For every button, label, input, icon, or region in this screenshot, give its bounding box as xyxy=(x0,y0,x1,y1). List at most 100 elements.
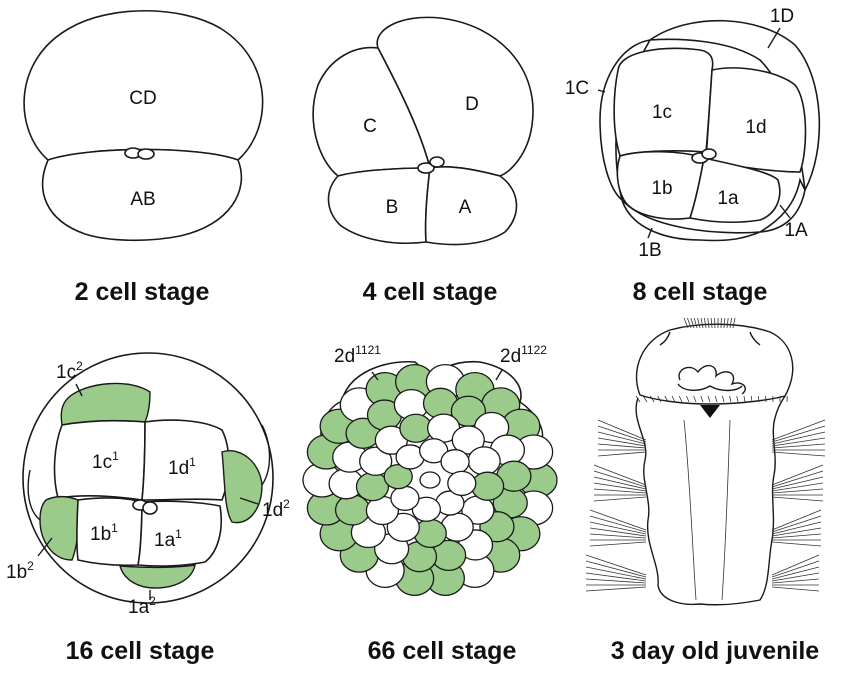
chaeta-bristle xyxy=(597,443,647,449)
chaeta-bristle xyxy=(589,515,647,533)
label-b: B xyxy=(386,197,399,218)
label-2d1121: 2d1121 xyxy=(334,343,381,367)
chaeta-bristle xyxy=(642,395,648,403)
sixty-six-cell-embryo: 2d1121 2d1122 xyxy=(302,343,558,596)
chaeta-bristle xyxy=(678,395,683,403)
chaeta-bristle xyxy=(700,395,704,403)
caption-3-day-old-juvenile: 3 day old juvenile xyxy=(610,637,820,665)
label-1b: 1b xyxy=(651,178,672,199)
cell-1a1 xyxy=(137,500,222,567)
chaeta-bristle xyxy=(771,488,824,494)
juvenile-larva-drawing xyxy=(585,317,826,606)
embryo-cell xyxy=(390,485,420,511)
chaeta-bristle xyxy=(697,317,701,329)
label-1d2: 1d2 xyxy=(262,497,290,521)
larva-mouth xyxy=(700,405,720,418)
chaeta-bristle xyxy=(771,443,826,449)
chaeta-bristle xyxy=(771,527,822,537)
sixteen-cell-embryo: 1c2 1c1 1d1 1d2 1b1 1a1 1b2 1a2 xyxy=(6,352,290,618)
chaeta-bristle xyxy=(597,431,647,445)
cell-cd xyxy=(23,10,264,161)
caption-4-cell-stage: 4 cell stage xyxy=(362,278,498,306)
chaeta-bristle xyxy=(635,395,641,403)
caption-2-cell-stage: 2 cell stage xyxy=(74,278,210,306)
chaeta-bristle xyxy=(771,586,820,592)
four-cell-embryo: C D B A xyxy=(312,16,534,246)
leader-1b2 xyxy=(37,537,53,557)
leader-1B xyxy=(647,227,653,239)
cell-1d1 xyxy=(141,419,230,501)
embryo-cell xyxy=(451,425,485,455)
cell-b xyxy=(327,167,431,245)
chaeta-bristle xyxy=(597,419,647,441)
cell-1a2 xyxy=(119,564,196,589)
chaeta-bristle xyxy=(726,317,729,329)
chaeta-bristle xyxy=(700,317,704,329)
label-1d1: 1d1 xyxy=(168,455,196,479)
cell-1A xyxy=(759,177,806,233)
cell-1a xyxy=(688,157,781,223)
chaeta-bristle xyxy=(707,395,711,403)
chaeta-bristle xyxy=(589,521,647,535)
chaeta-bristle xyxy=(771,560,820,578)
cell-mosaic xyxy=(302,364,558,596)
chaeta-bristle xyxy=(771,431,826,445)
chaeta-bristle xyxy=(671,395,676,403)
chaeta-bristle xyxy=(771,482,824,492)
eight-cell-embryo: 1D 1C 1c 1d 1b 1a 1B 1A xyxy=(565,6,821,261)
chaeta-bristle xyxy=(771,437,826,447)
chaeta-bristle xyxy=(771,464,824,486)
chaeta-bristle xyxy=(771,541,822,547)
label-1a: 1a xyxy=(717,188,739,209)
chaeta-bristle xyxy=(657,395,662,403)
chaeta-bristle xyxy=(771,419,826,441)
label-1c2: 1c2 xyxy=(56,359,83,383)
cell-1b2 xyxy=(39,495,80,561)
chaeta-bristle xyxy=(585,578,647,584)
outer-cell-edge xyxy=(261,424,271,486)
chaeta-bristle xyxy=(771,425,826,443)
embryo-cell xyxy=(467,446,501,476)
chaeta-bristle xyxy=(597,451,647,457)
label-2d1122: 2d1122 xyxy=(500,343,547,367)
chaeta-bristle xyxy=(729,395,732,403)
chaeta-bristle xyxy=(710,317,713,329)
chaeta-bristle xyxy=(585,586,647,592)
label-1B: 1B xyxy=(638,240,661,261)
leader-1A xyxy=(779,204,791,219)
chaeta-bristle xyxy=(743,395,746,403)
larva-brain-lobes xyxy=(677,365,746,395)
label-ab: AB xyxy=(130,189,155,210)
chaeta-bristle xyxy=(771,451,826,457)
chaeta-bristle xyxy=(758,395,760,403)
chaeta-bristle xyxy=(771,515,822,533)
chaeta-bristle xyxy=(664,395,669,403)
polar-body xyxy=(142,501,158,515)
chaeta-bristle xyxy=(593,488,647,494)
chaeta-bristle xyxy=(771,509,822,531)
caption-66-cell-stage: 66 cell stage xyxy=(367,637,517,665)
label-1A: 1A xyxy=(784,220,808,241)
caption-16-cell-stage: 16 cell stage xyxy=(65,637,215,665)
label-1b1: 1b1 xyxy=(90,521,118,545)
chaeta-bristle xyxy=(723,317,726,329)
polar-body xyxy=(429,156,445,168)
embryo-cell xyxy=(359,446,393,476)
label-1a2: 1a2 xyxy=(128,594,156,618)
embryo-cell xyxy=(470,471,505,501)
larva-body-outline xyxy=(635,395,786,606)
chaeta-bristle xyxy=(704,317,707,329)
leader-2d1122 xyxy=(495,369,503,381)
chaeta-bristle xyxy=(693,317,698,329)
polar-body xyxy=(701,148,717,160)
cell-1d2 xyxy=(221,450,263,524)
two-cell-embryo: CD AB xyxy=(23,10,264,242)
label-1C: 1C xyxy=(565,78,589,99)
chaeta-bristle xyxy=(771,533,822,539)
leader-1D xyxy=(767,27,781,49)
chaeta-bristle xyxy=(714,395,718,403)
chaeta-bristle xyxy=(585,554,647,576)
polar-body xyxy=(137,148,155,160)
caption-8-cell-stage: 8 cell stage xyxy=(632,278,768,306)
